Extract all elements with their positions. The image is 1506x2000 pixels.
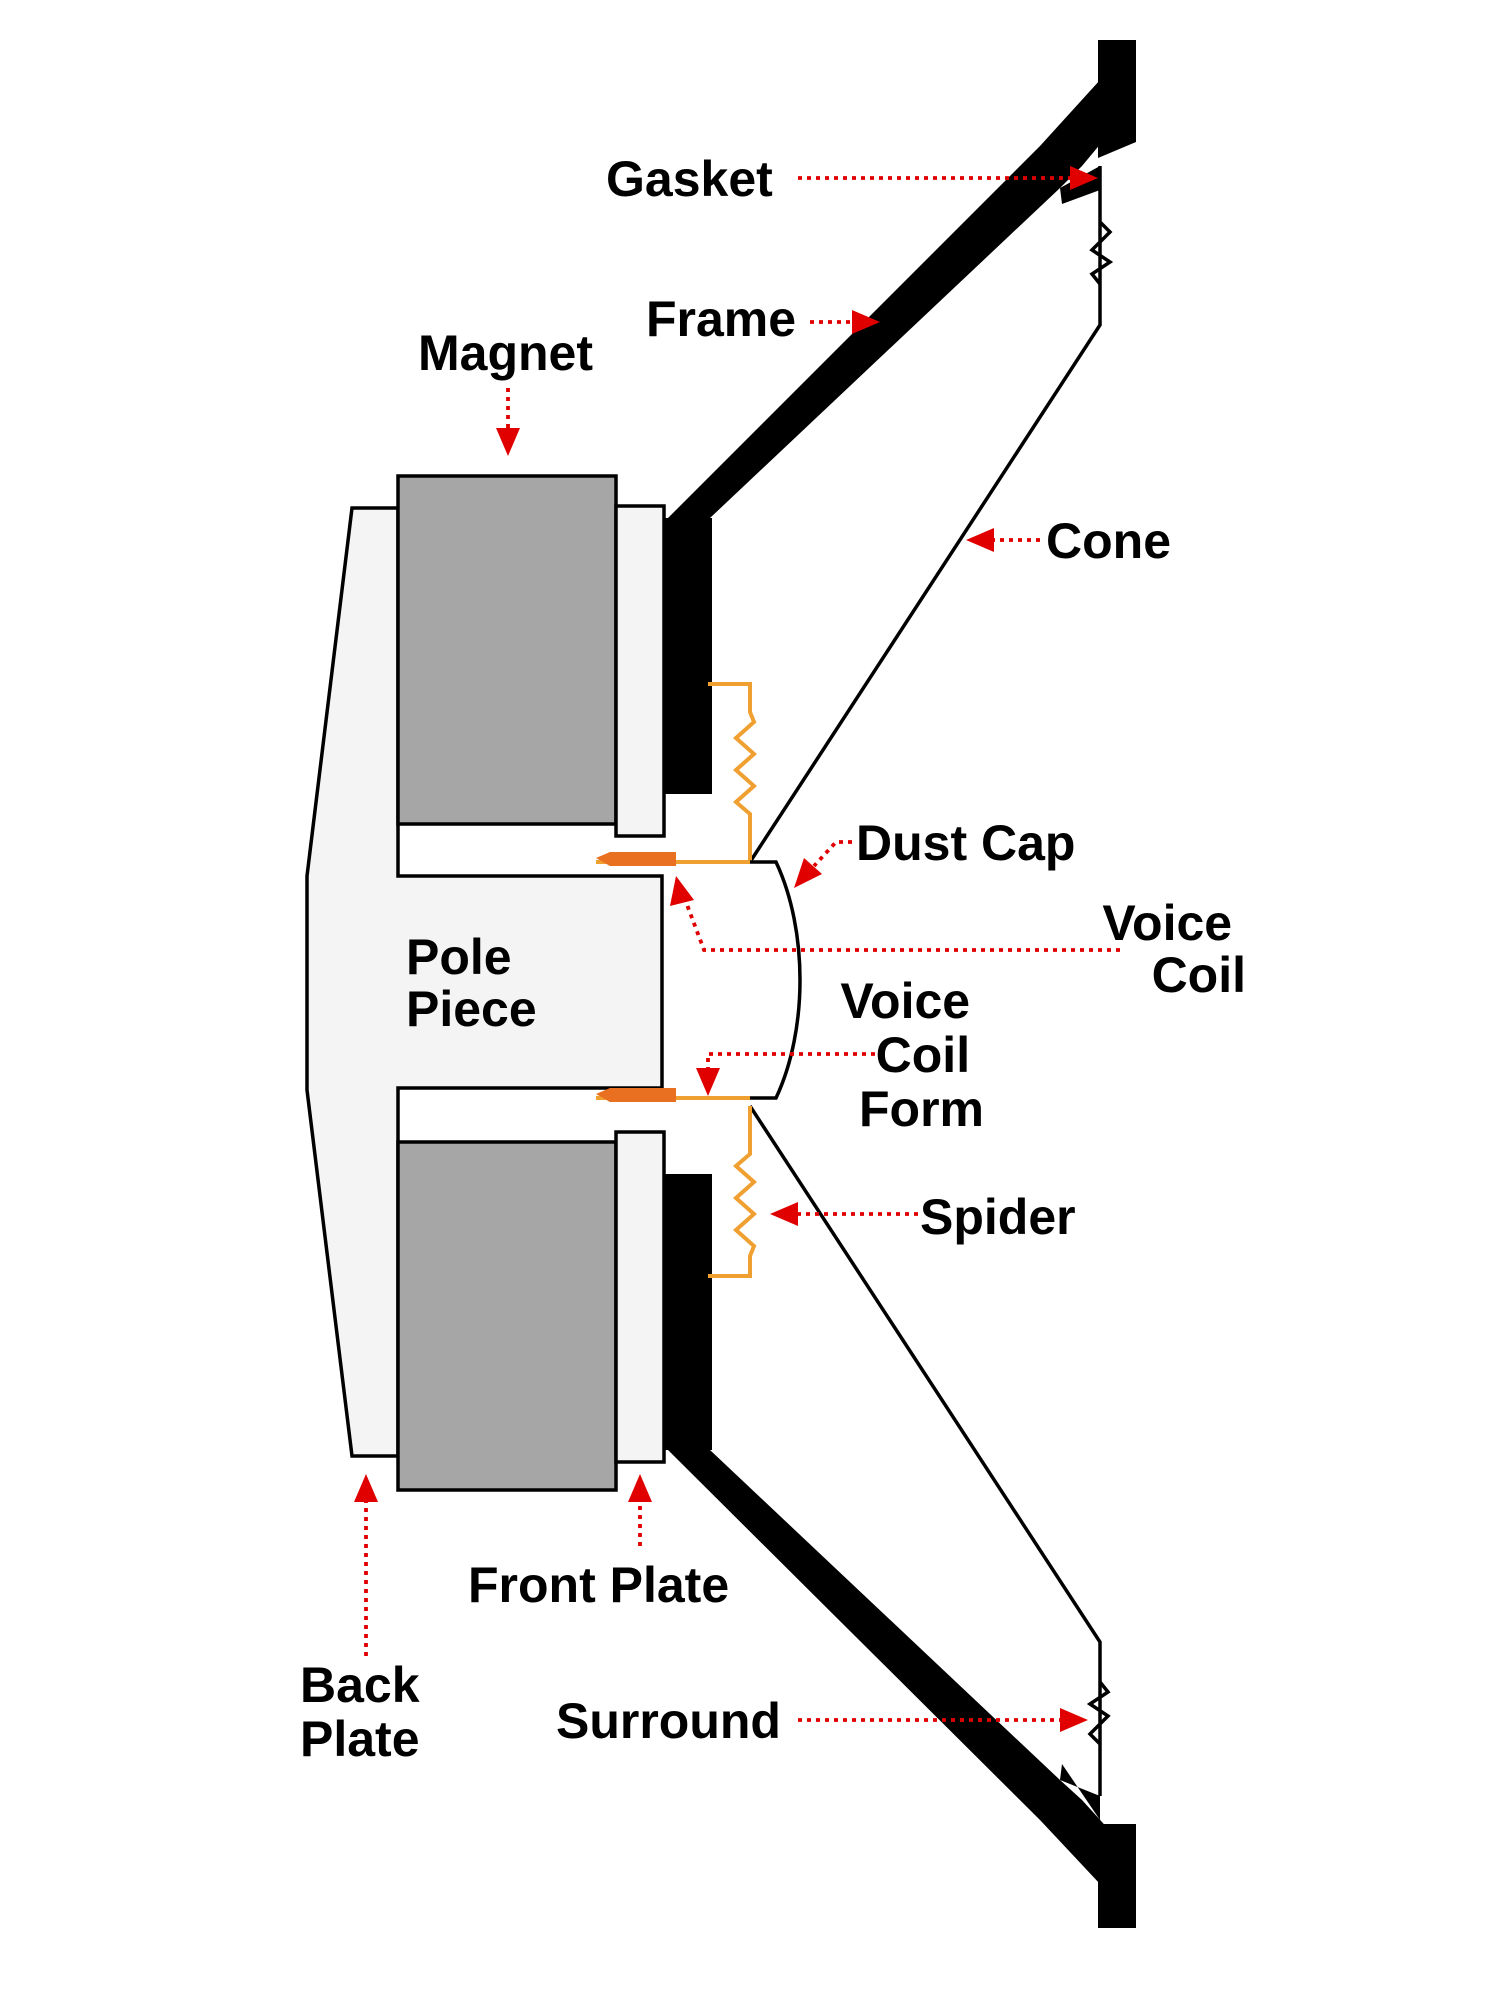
magnet-label: Magnet	[418, 325, 593, 381]
voice-coil-leader	[684, 901, 1120, 952]
red-dotted-arrow-icon	[794, 858, 822, 888]
back-plate-label-line1: Back	[300, 1657, 420, 1713]
dust-cap-label: Dust Cap	[856, 815, 1075, 871]
voice-coil-form-label-line1: Voice	[840, 973, 970, 1029]
leaders	[354, 166, 1120, 1732]
frame-lower-arm	[668, 1450, 1136, 1884]
voice-coil-form-label-line2: Coil	[876, 1027, 970, 1083]
voice-coil-label-line1: Voice	[1102, 895, 1232, 951]
voice-coil-form-label: Voice Coil Form	[840, 973, 984, 1137]
gasket-label: Gasket	[606, 151, 773, 207]
spider-label: Spider	[920, 1189, 1076, 1245]
red-dotted-arrow-icon	[628, 1474, 652, 1502]
frame-upper-arm	[668, 80, 1136, 518]
voice-coil-lower	[596, 1088, 676, 1102]
red-dotted-arrow-icon	[696, 1068, 720, 1096]
voice-coil-form-label-line3: Form	[859, 1081, 984, 1137]
red-dotted-arrow-icon	[670, 876, 694, 906]
dust-cap-leader	[812, 840, 852, 868]
gasket-lower	[1060, 1764, 1100, 1820]
red-dotted-arrow-icon	[354, 1474, 378, 1502]
surround-lower	[1086, 1680, 1111, 1796]
front-plate-label: Front Plate	[468, 1557, 729, 1613]
red-dotted-arrow-icon	[966, 528, 994, 552]
spider-lower	[708, 1106, 758, 1278]
voice-coil-label: Voice Coil	[1102, 895, 1246, 1003]
red-dotted-arrow-icon	[496, 428, 520, 456]
dust-cap	[750, 860, 802, 1100]
pole-piece-label: Pole Piece	[406, 929, 537, 1037]
front-plate-upper	[614, 504, 666, 838]
surround-label: Surround	[556, 1693, 781, 1749]
voice-coil-label-line2: Coil	[1152, 947, 1246, 1003]
frame	[664, 40, 1136, 1928]
red-dotted-arrow-icon	[852, 310, 880, 334]
voice-coil-upper	[596, 852, 676, 866]
red-dotted-arrow-icon	[770, 1202, 798, 1226]
magnet-upper	[396, 474, 618, 826]
back-plate-label: Back Plate	[300, 1657, 433, 1767]
red-dotted-arrow-icon	[1060, 1708, 1088, 1732]
frame-upper-block	[664, 518, 712, 794]
spider-upper	[708, 682, 758, 862]
red-dotted-arrow-icon	[1070, 166, 1098, 190]
frame-lower-block	[664, 1174, 712, 1450]
pole-piece-label-line2: Piece	[406, 981, 537, 1037]
frame-upper-flange	[1098, 40, 1136, 158]
pole-piece-label-line1: Pole	[406, 929, 512, 985]
back-plate-label-line2: Plate	[300, 1711, 420, 1767]
voice-coil-form-leader	[706, 1052, 884, 1070]
cone-label: Cone	[1046, 513, 1171, 569]
cone	[748, 284, 1102, 1682]
frame-label: Frame	[646, 291, 796, 347]
magnet-lower	[396, 1140, 618, 1492]
front-plate-lower	[614, 1130, 666, 1464]
frame-lower-flange	[1098, 1824, 1136, 1928]
